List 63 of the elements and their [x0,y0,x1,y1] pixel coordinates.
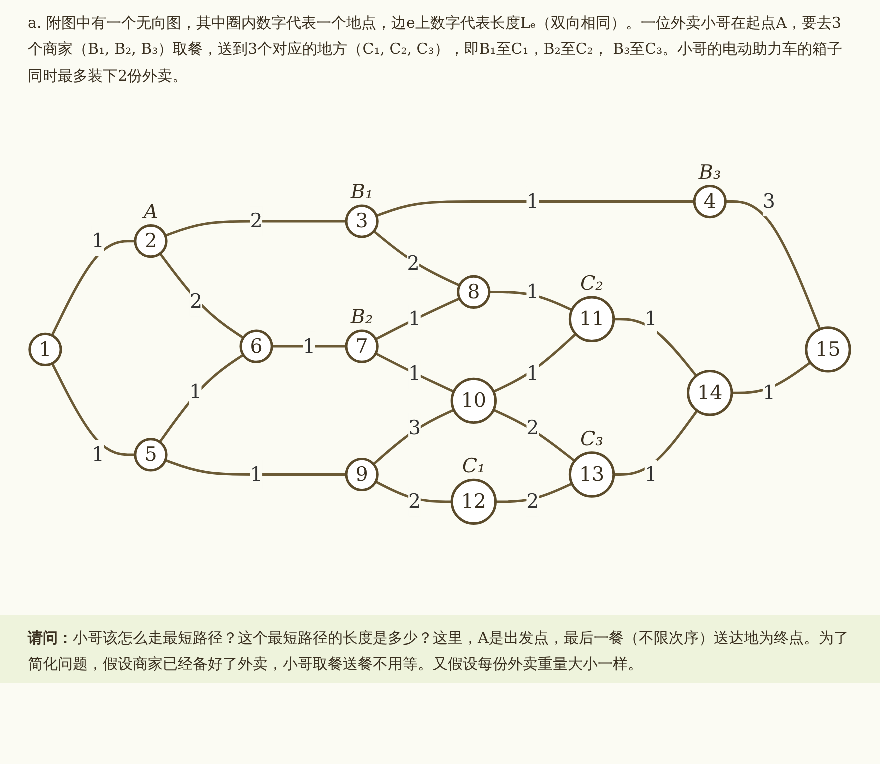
edge-label: 1 [189,380,202,404]
edge-label: 3 [408,416,422,440]
node-circle: 1 [28,332,62,366]
node-caption: B₁ [350,180,374,204]
connector [51,240,136,336]
node-circle: 12 [450,478,497,525]
edge-label: 1 [408,361,422,385]
edge-label: 1 [644,306,658,330]
edge-label: 2 [250,208,263,232]
edge-label: 1 [526,189,540,213]
problem-text: 请问：小哥该怎么走最短路径？这个最短路径的长度是多少？这里，A是出发点，最后一餐（不限次序）送达地为终点。为了简化问题，假设商家已经备好了外卖，小哥取餐送餐不用等。又假设每份外卖重量大小一样。 [0,614,880,684]
edge-label: 1 [92,228,105,252]
connector [51,362,136,456]
node-circle: 15 [805,326,852,373]
node-circle: 5 [134,438,168,472]
connector [159,354,244,443]
connector [376,200,695,217]
node-circle: 2 [134,224,168,258]
edge-label: 2 [407,251,420,275]
edge-label: 2 [526,489,540,513]
connector [165,220,346,237]
connector [493,408,576,462]
node-caption: C₂ [580,272,604,295]
node-circle: 3 [345,204,379,238]
node-circle: 11 [568,296,616,342]
node-caption: B₂ [350,305,374,328]
node-circle: 7 [345,330,379,364]
node-circle: 6 [240,330,274,364]
edge-label: 1 [762,380,776,404]
node-circle: 13 [568,451,616,498]
connector [489,290,573,312]
connector [614,410,698,476]
node-caption: A [144,200,158,224]
node-caption: C₃ [580,427,604,450]
connector [375,352,455,393]
edge-label: 2 [526,416,540,440]
problem-text: a. 附图中有一个无向图，其中圈内数字代表一个地点，边e上数字代表长度Lₑ（双向相同）。一位外卖小哥在起点A，要去3个商家（B₁, B₂, B₃）取餐，送到3个对应的地方（C₁, C₂, C₃），即B₁至C₁，B₂至C₂， B₃至C₃。小哥的电动助力车的箱子同时最多装下2份外卖。 [27,13,844,86]
node-circle: 9 [345,458,379,492]
node-circle: 14 [687,370,734,416]
edge-label: 1 [92,442,105,466]
connector [272,345,346,348]
connector [373,230,460,287]
node-circle: 4 [693,184,727,218]
edge-label: 3 [762,189,776,213]
connector [159,252,244,339]
connector [372,408,455,466]
edge-label: 1 [250,462,263,486]
connector [165,459,346,476]
node-circle: 10 [450,378,497,424]
connector [726,200,822,330]
connector [614,318,698,377]
edge-label: 1 [526,361,540,385]
edge-label: 1 [303,334,316,358]
edge-label: 1 [408,306,422,330]
edge-label: 1 [644,462,658,486]
edge-label: 2 [408,489,422,513]
edge-label: 2 [190,289,203,313]
connector [375,297,460,340]
edge-label: 1 [526,280,540,304]
node-caption: C₁ [462,454,486,478]
node-circle: 8 [457,275,491,309]
connector [493,333,577,393]
node-caption: B₃ [698,160,722,184]
